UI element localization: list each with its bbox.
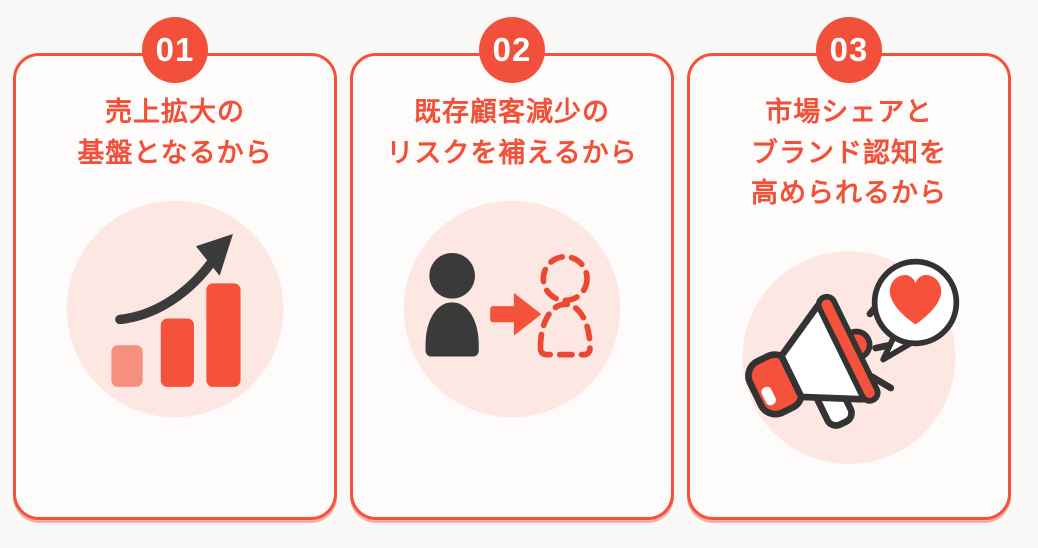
title-line: 基盤となるから — [77, 137, 273, 168]
title-line: リスクを補えるから — [386, 137, 638, 168]
title-line: 売上拡大の — [104, 97, 245, 127]
reason-card-3: 03 市場シェアと ブランド認知を 高められるから — [687, 17, 1011, 520]
step-number-badge: 03 — [816, 17, 882, 83]
title-line: 既存顧客減少の — [413, 97, 610, 127]
title-line: 市場シェアと — [765, 97, 933, 127]
growth-bar-chart-icon — [66, 200, 284, 418]
card-icon-area — [61, 195, 289, 423]
title-line: 高められるから — [751, 178, 947, 208]
reason-card-1: 01 売上拡大の 基盤となるから — [13, 17, 337, 520]
step-number-badge: 01 — [142, 17, 208, 83]
card-icon-area — [398, 195, 626, 423]
card-title: 市場シェアと ブランド認知を 高められるから — [751, 92, 947, 214]
cards-row: 01 売上拡大の 基盤となるから 02 既存顧客減少 — [13, 17, 1011, 520]
title-line: ブランド認知を — [751, 137, 947, 168]
megaphone-heart-icon — [742, 250, 960, 464]
reason-card-2: 02 既存顧客減少の リスクを補えるから — [350, 17, 674, 520]
card-title: 既存顧客減少の リスクを補えるから — [386, 92, 637, 173]
card-icon-area — [735, 236, 963, 464]
card-title: 売上拡大の 基盤となるから — [77, 92, 272, 173]
customer-churn-icon — [403, 200, 621, 418]
step-number-badge: 02 — [479, 17, 545, 83]
